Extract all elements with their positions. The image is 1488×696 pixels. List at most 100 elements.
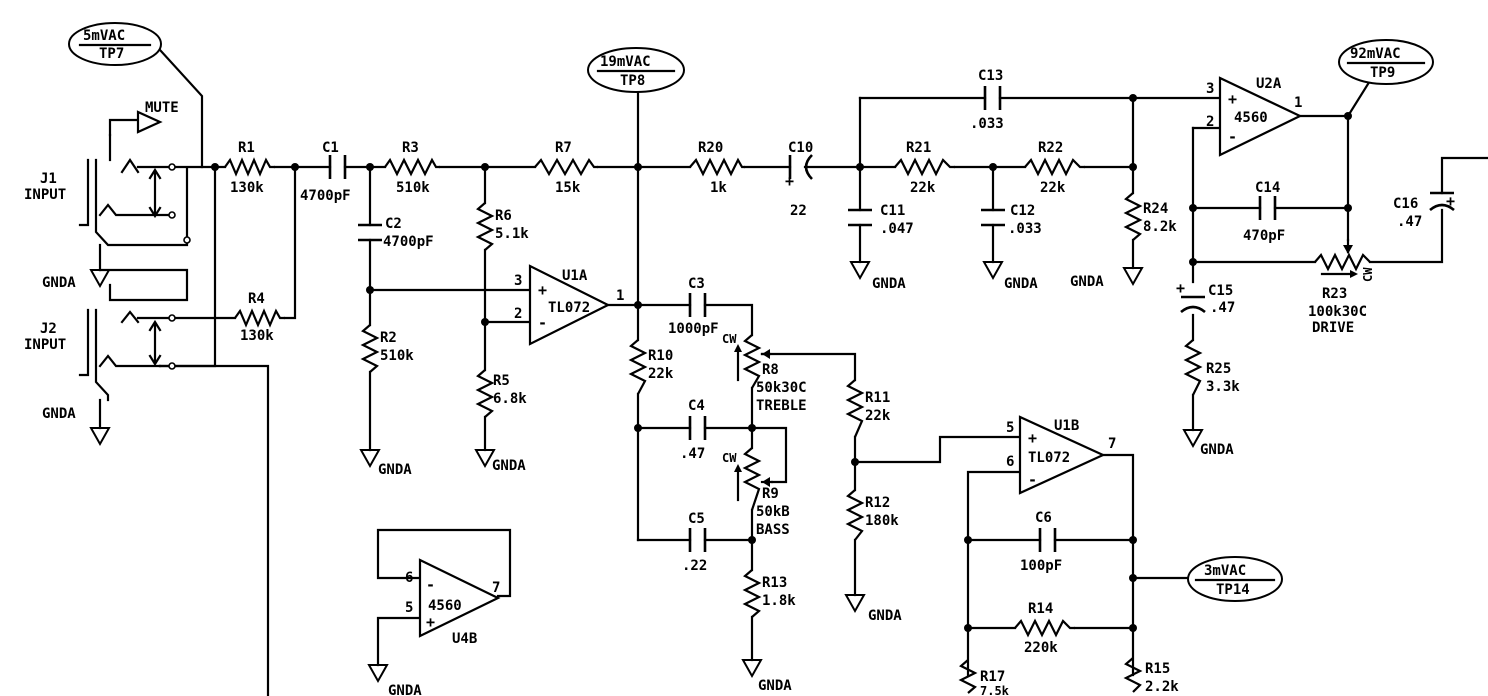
u1b-part: TL072 bbox=[1028, 450, 1070, 466]
c2-value: 4700pF bbox=[383, 234, 434, 250]
ground-label: GNDA bbox=[868, 608, 902, 624]
resistor-r6: R6 5.1k bbox=[475, 202, 529, 251]
ground-c11: GNDA bbox=[849, 261, 906, 292]
jack-j2: J2 INPUT bbox=[24, 268, 189, 430]
test-point-tp7: 5mVAC TP7 bbox=[68, 22, 162, 66]
potentiometer-r23: CW R23 100k30C DRIVE bbox=[1308, 238, 1375, 336]
capacitor-c4: C4 .47 bbox=[680, 398, 707, 462]
r25-value: 3.3k bbox=[1206, 379, 1240, 395]
resistor-r14: R14 220k bbox=[1014, 601, 1075, 656]
r1-ref: R1 bbox=[238, 140, 255, 156]
junction-dot bbox=[964, 536, 972, 544]
r23-label: DRIVE bbox=[1312, 320, 1354, 336]
junction-dot bbox=[989, 163, 997, 171]
c15-ref: C15 bbox=[1208, 283, 1233, 299]
junction-dot bbox=[366, 163, 374, 171]
u1a-pin-plus: 3 bbox=[514, 273, 522, 289]
junction-dot bbox=[1129, 94, 1137, 102]
c3-value: 1000pF bbox=[668, 321, 719, 337]
opamp-u4b: - + 4560 U4B 6 5 7 bbox=[405, 558, 501, 647]
r23-value: 100k30C bbox=[1308, 304, 1367, 320]
r4-value: 130k bbox=[240, 328, 274, 344]
opamp-u1b: + - TL072 U1B 5 6 7 bbox=[1006, 415, 1116, 495]
c2-ref: C2 bbox=[385, 216, 402, 232]
jack-j1-label: INPUT bbox=[24, 187, 66, 203]
resistor-r10: R10 22k bbox=[628, 339, 674, 395]
u1b-pin-out: 7 bbox=[1108, 436, 1116, 452]
capacitor-c12: C12 .033 bbox=[981, 203, 1042, 237]
r15-ref: R15 bbox=[1145, 661, 1170, 677]
u1a-pin-out: 1 bbox=[616, 288, 624, 304]
c10-value: 22 bbox=[790, 203, 807, 219]
ground-c12: GNDA bbox=[982, 261, 1038, 292]
capacitor-c14: C14 470pF bbox=[1243, 180, 1285, 244]
u4b-plus: + bbox=[426, 613, 435, 631]
resistor-r21: R21 22k bbox=[894, 140, 955, 196]
u2a-ref: U2A bbox=[1256, 76, 1282, 92]
u2a-plus: + bbox=[1228, 90, 1237, 108]
r9-ref: R9 bbox=[762, 486, 779, 502]
r20-value: 1k bbox=[710, 180, 727, 196]
c1-ref: C1 bbox=[322, 140, 339, 156]
ground-label: GNDA bbox=[388, 683, 422, 696]
c15-plus: + bbox=[1176, 279, 1185, 297]
resistor-r5: R5 6.8k bbox=[475, 369, 527, 418]
capacitor-c6: C6 100pF bbox=[1020, 510, 1062, 574]
junction-dot bbox=[634, 424, 642, 432]
ground-label: GNDA bbox=[1200, 442, 1234, 458]
capacitor-c3: C3 1000pF bbox=[668, 276, 719, 337]
r12-ref: R12 bbox=[865, 495, 890, 511]
resistor-r15: R15 2.2k bbox=[1123, 657, 1179, 695]
resistor-r20: R20 1k bbox=[689, 140, 745, 196]
junction-dot bbox=[1129, 624, 1137, 632]
resistor-r1: R1 130k bbox=[224, 140, 275, 196]
u1b-minus: - bbox=[1028, 471, 1037, 489]
u2a-pin-out: 1 bbox=[1294, 95, 1302, 111]
capacitor-c13: C13 .033 bbox=[970, 68, 1004, 132]
junction-dot bbox=[851, 458, 859, 466]
junction-dot bbox=[748, 536, 756, 544]
junction-dot bbox=[634, 163, 642, 171]
ground-label: GNDA bbox=[1070, 274, 1104, 290]
u2a-part: 4560 bbox=[1234, 110, 1268, 126]
c11-value: .047 bbox=[880, 221, 914, 237]
c13-ref: C13 bbox=[978, 68, 1003, 84]
u4b-part: 4560 bbox=[428, 598, 462, 614]
resistor-r13: R13 1.8k bbox=[742, 569, 796, 618]
junction-dot bbox=[964, 624, 972, 632]
tp9-level: 92mVAC bbox=[1350, 46, 1401, 62]
c16-plus: + bbox=[1446, 192, 1455, 210]
r6-ref: R6 bbox=[495, 208, 512, 224]
junction-dot bbox=[481, 163, 489, 171]
r17-value: 7.5k bbox=[980, 684, 1010, 696]
junction-dot bbox=[211, 163, 219, 171]
tp8-name: TP8 bbox=[620, 73, 645, 89]
u4b-minus: - bbox=[426, 576, 435, 594]
r24-ref: R24 bbox=[1143, 201, 1168, 217]
capacitor-c11: C11 .047 bbox=[848, 203, 914, 237]
r5-value: 6.8k bbox=[493, 391, 527, 407]
u4b-pin-out: 7 bbox=[492, 580, 500, 596]
capacitor-c10: C10 + 22 bbox=[785, 140, 813, 219]
u1a-part: TL072 bbox=[548, 300, 590, 316]
mute-label: MUTE bbox=[145, 100, 179, 116]
junction-dot bbox=[1189, 258, 1197, 266]
ground-symbols: GNDA GNDA GNDA GNDA GNDA GNDA GNDA GNDA bbox=[42, 261, 1234, 696]
potentiometer-r8: CW R8 50k30C TREBLE bbox=[722, 332, 807, 414]
ground-label: GNDA bbox=[758, 678, 792, 694]
r2-ref: R2 bbox=[380, 330, 397, 346]
r13-ref: R13 bbox=[762, 575, 787, 591]
ground-label: GNDA bbox=[872, 276, 906, 292]
c16-ref: C16 bbox=[1393, 196, 1418, 212]
resistor-r24: R24 8.2k bbox=[1123, 192, 1177, 241]
c1-value: 4700pF bbox=[300, 188, 351, 204]
c16-value: .47 bbox=[1397, 214, 1422, 230]
tp7-name: TP7 bbox=[99, 46, 124, 62]
junction-dot bbox=[481, 318, 489, 326]
u2a-minus: - bbox=[1228, 128, 1237, 146]
r9-cw-label: CW bbox=[722, 451, 737, 465]
capacitor-c2: C2 4700pF bbox=[358, 216, 434, 250]
ground-label: GNDA bbox=[378, 462, 412, 478]
tp14-name: TP14 bbox=[1216, 582, 1250, 598]
